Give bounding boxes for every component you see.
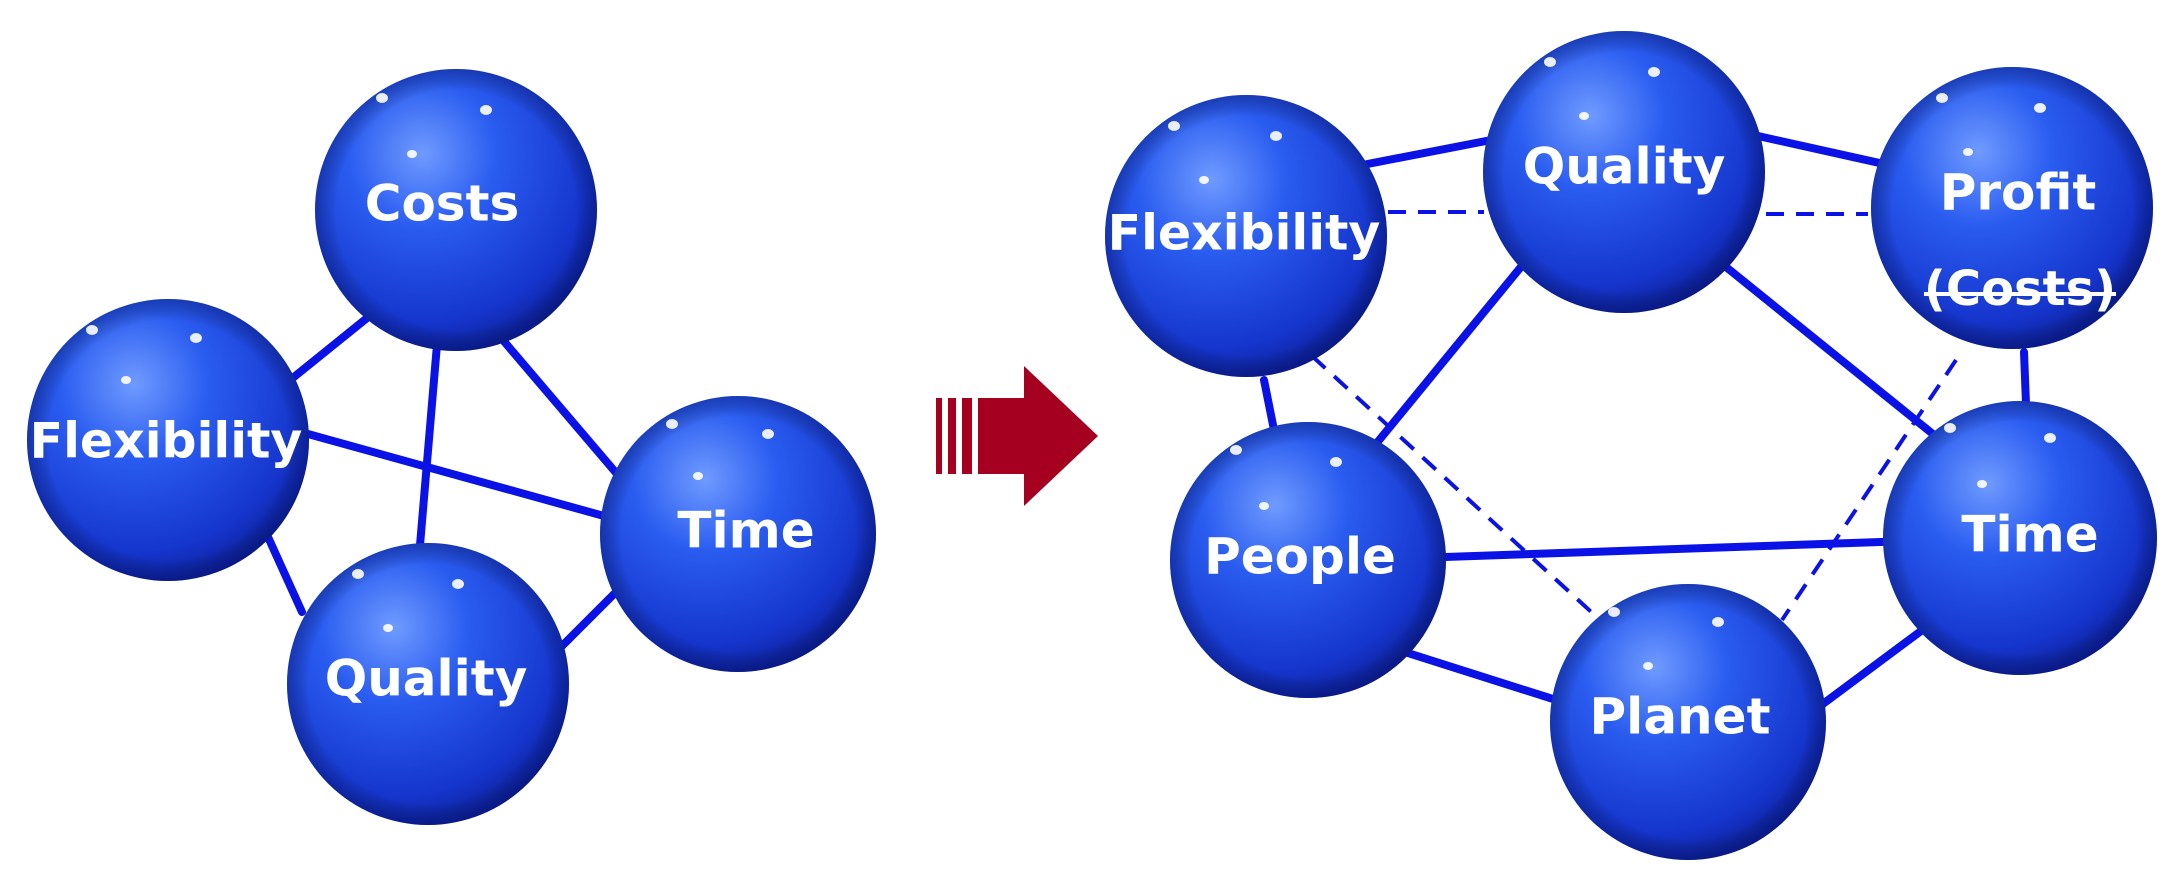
label-profit-costs: (Costs) [1924,261,2116,317]
label-flexibility-right: Flexibility [1108,205,1381,262]
sphere-time-right [1883,401,2157,675]
label-time-left: Time [677,502,814,560]
connector-profit-time [2020,348,2030,408]
sphere-people [1170,422,1446,698]
connector-flexibility-time [304,430,608,520]
left-diagram: Costs Flexibility Time Quality [27,69,876,825]
sphere-flexibility-right [1105,95,1387,377]
sphere-quality-right [1483,31,1765,313]
sphere-profit [1871,67,2153,349]
label-costs: Costs [365,175,519,233]
label-quality-right: Quality [1523,138,1726,196]
sphere-time-left [600,396,876,672]
label-people: People [1204,528,1396,586]
label-time-right: Time [1961,506,2098,564]
sphere-flexibility-left [27,299,309,581]
right-diagram: Flexibility Quality Profit (Costs) Peopl… [1105,31,2157,860]
right-dashed-connectors [1310,210,1958,622]
sphere-planet [1550,584,1826,860]
connector-people-time [1412,536,1942,562]
arrow-right-icon [936,366,1098,506]
label-profit: Profit [1940,164,2097,222]
connector-quality-time [1696,242,1974,468]
connector-flexibility-people [1260,376,1278,434]
label-quality-left: Quality [325,650,528,708]
dashed-profit-planet [1780,358,1958,622]
sphere-quality-left [287,543,569,825]
sphere-costs [315,69,597,351]
label-flexibility-left: Flexibility [30,413,303,470]
label-planet: Planet [1590,688,1771,746]
dashed-flexibility-planet [1310,354,1602,622]
